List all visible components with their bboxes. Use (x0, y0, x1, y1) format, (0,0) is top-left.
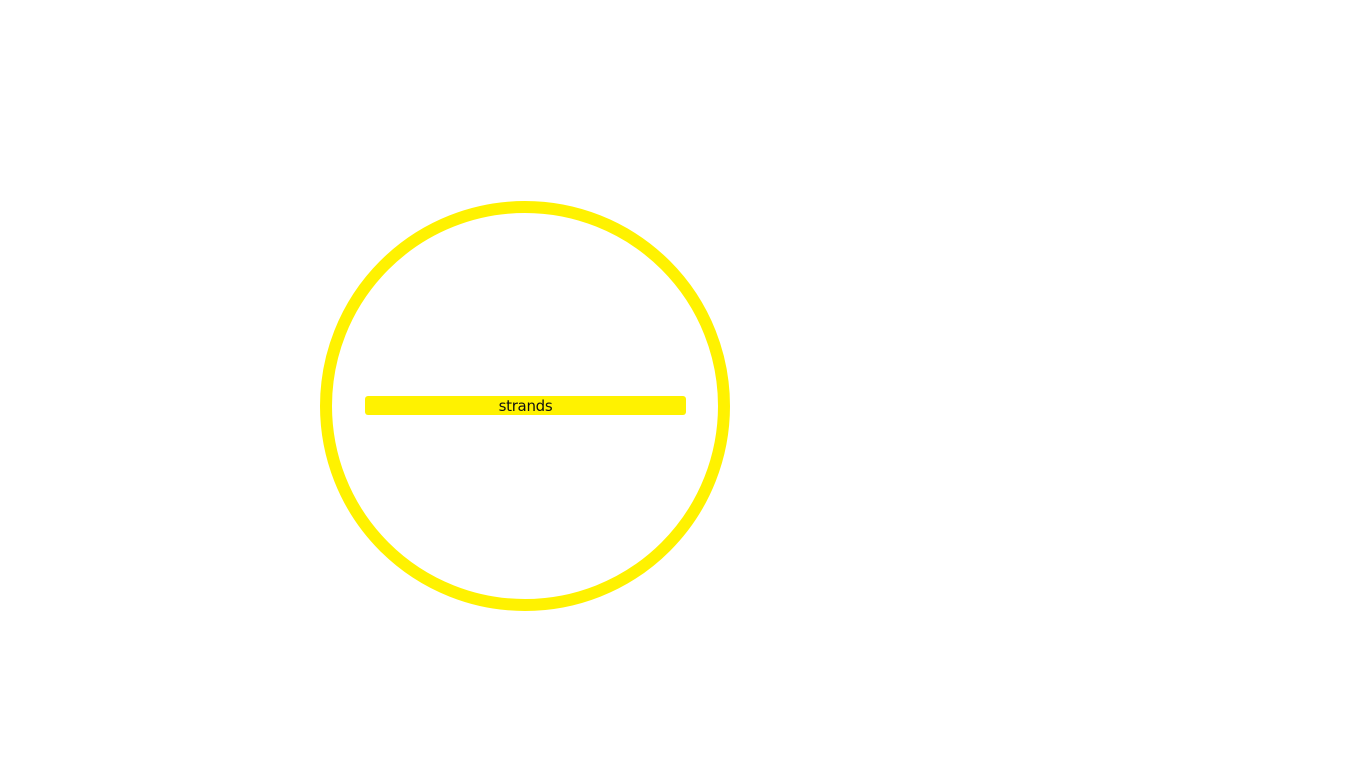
node-label[interactable]: strands (365, 396, 686, 415)
node-label-text: strands (498, 396, 553, 415)
